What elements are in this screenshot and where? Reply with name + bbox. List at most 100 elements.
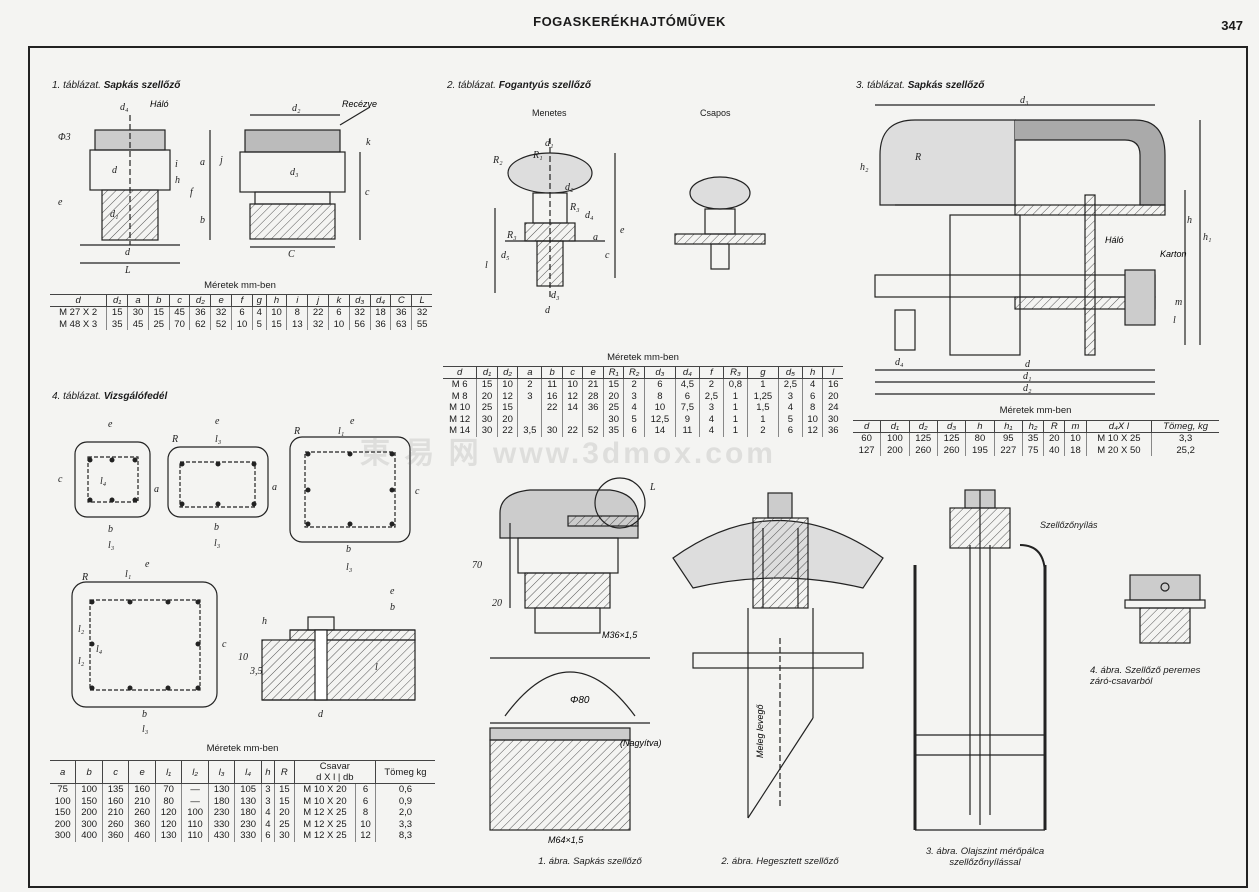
table4-header: l₃ <box>207 760 235 784</box>
table2-cell: 30 <box>602 413 624 425</box>
svg-text:b: b <box>200 215 205 226</box>
svg-text:l₃: l₃ <box>215 434 222 445</box>
table4-cell: 30 <box>273 830 295 842</box>
svg-text:R: R <box>293 426 300 437</box>
table4-cell: 300 <box>75 818 103 830</box>
svg-text:j: j <box>218 155 223 166</box>
table2-cell <box>517 402 542 414</box>
svg-text:h₁: h₁ <box>1203 232 1211 243</box>
table4-cell: 150 <box>54 807 71 818</box>
table2-cell: 6 <box>674 390 700 402</box>
table4-cell: 4 <box>260 818 275 830</box>
table3-cell: 10 <box>1064 432 1087 445</box>
table2-header: c <box>561 366 583 379</box>
table1-cell: 4 <box>251 306 267 319</box>
table4-cell: 8 <box>355 807 376 819</box>
menetes-label: Menetes <box>532 108 567 118</box>
table4-cell: 20 <box>273 807 295 819</box>
karton-label: Karton <box>1160 249 1187 259</box>
svg-text:h: h <box>262 616 267 627</box>
m64-label: M64×1,5 <box>548 835 584 845</box>
table4-cell: 120 <box>154 807 182 819</box>
table2-cell: 15 <box>602 378 624 391</box>
table1-cell: 35 <box>106 318 128 330</box>
table3-cell: 75 <box>1021 444 1044 456</box>
table2-cell: 12 <box>496 390 518 402</box>
page-number: 347 <box>1221 18 1243 33</box>
table2-cell: M 8 <box>451 390 468 402</box>
table2-cell: 30 <box>822 413 843 425</box>
table4-cell: 100 <box>181 807 209 819</box>
svg-text:d₁: d₁ <box>110 209 118 220</box>
table4-cell: 330 <box>207 818 235 830</box>
table2-cell: 4,5 <box>674 378 700 391</box>
table1-cell: 30 <box>127 306 149 319</box>
table1-header: a <box>127 294 149 307</box>
m36-label: M36×1,5 <box>602 630 638 640</box>
table4-cell: 15 <box>273 783 295 796</box>
table3-cell: 260 <box>936 444 966 456</box>
svg-text:l₁: l₁ <box>125 569 131 580</box>
table2-cell: 20 <box>602 390 624 402</box>
svg-text:d₃: d₃ <box>551 290 560 301</box>
table3-header: d₄X l <box>1085 420 1152 433</box>
watermark: 東 易 网 www.3dmox.com <box>360 437 776 470</box>
table2-cell: 6 <box>801 390 823 402</box>
table1-cell: 32 <box>210 306 232 319</box>
svg-text:R: R <box>81 572 88 583</box>
table4-cell: 135 <box>101 783 129 796</box>
table3-cell: 3,3 <box>1151 432 1219 445</box>
table3-units: Méretek mm-ben <box>999 405 1072 416</box>
svg-text:h: h <box>1187 215 1192 226</box>
table1-cell: 36 <box>189 306 211 319</box>
table2-cell: 22 <box>541 402 563 414</box>
svg-text:d₃: d₃ <box>290 167 299 178</box>
table4-cell: 6 <box>260 830 275 842</box>
svg-text:e: e <box>145 559 150 570</box>
table2-cell: 25 <box>602 402 624 414</box>
table2-cell <box>582 413 604 425</box>
svg-text:l₄: l₄ <box>96 644 103 655</box>
table2-cell: 1 <box>722 425 748 437</box>
table2-cell: 2 <box>517 378 542 391</box>
table2-cell <box>561 413 583 425</box>
recezve-label: Recézve <box>342 99 377 109</box>
table4-cell: M 10 X 20 <box>293 783 356 796</box>
table4-cell: 200 <box>75 807 103 819</box>
table4-cell: 105 <box>234 783 262 796</box>
table4-cell: 120 <box>154 818 182 830</box>
table1-header: d₃ <box>348 294 371 307</box>
table4-cell: 180 <box>207 795 235 807</box>
table2-cell: 4 <box>623 402 645 414</box>
svg-text:l₁: l₁ <box>338 426 344 437</box>
table3-cell: 127 <box>858 444 875 456</box>
svg-text:d₁: d₁ <box>1023 371 1031 382</box>
table4-cell: 150 <box>75 795 103 807</box>
table4-cell: 0,9 <box>374 795 435 807</box>
table2-header: d <box>443 366 477 379</box>
table2-cell: 22 <box>496 425 518 437</box>
table4-header-tomeg: Tömeg kg <box>374 760 435 784</box>
table3-cell: 95 <box>993 432 1023 445</box>
table4-header: h <box>260 760 275 784</box>
table2-cell: M 10 <box>449 402 471 413</box>
svg-text:l₃: l₃ <box>108 540 115 551</box>
table3-cell: 20 <box>1043 432 1065 445</box>
phi80-label: Φ80 <box>570 695 590 706</box>
table1-cell: 6 <box>328 306 350 319</box>
table4-cell: 12 <box>355 830 376 842</box>
svg-text:d: d <box>112 165 118 176</box>
table4-header: l₄ <box>234 760 262 784</box>
table4-cell: 100 <box>75 783 103 796</box>
table2-header: d₅ <box>777 366 803 379</box>
table2-cell: 10 <box>561 378 583 391</box>
halo3-label: Háló <box>1105 235 1124 245</box>
table2-cell: 24 <box>822 402 843 414</box>
